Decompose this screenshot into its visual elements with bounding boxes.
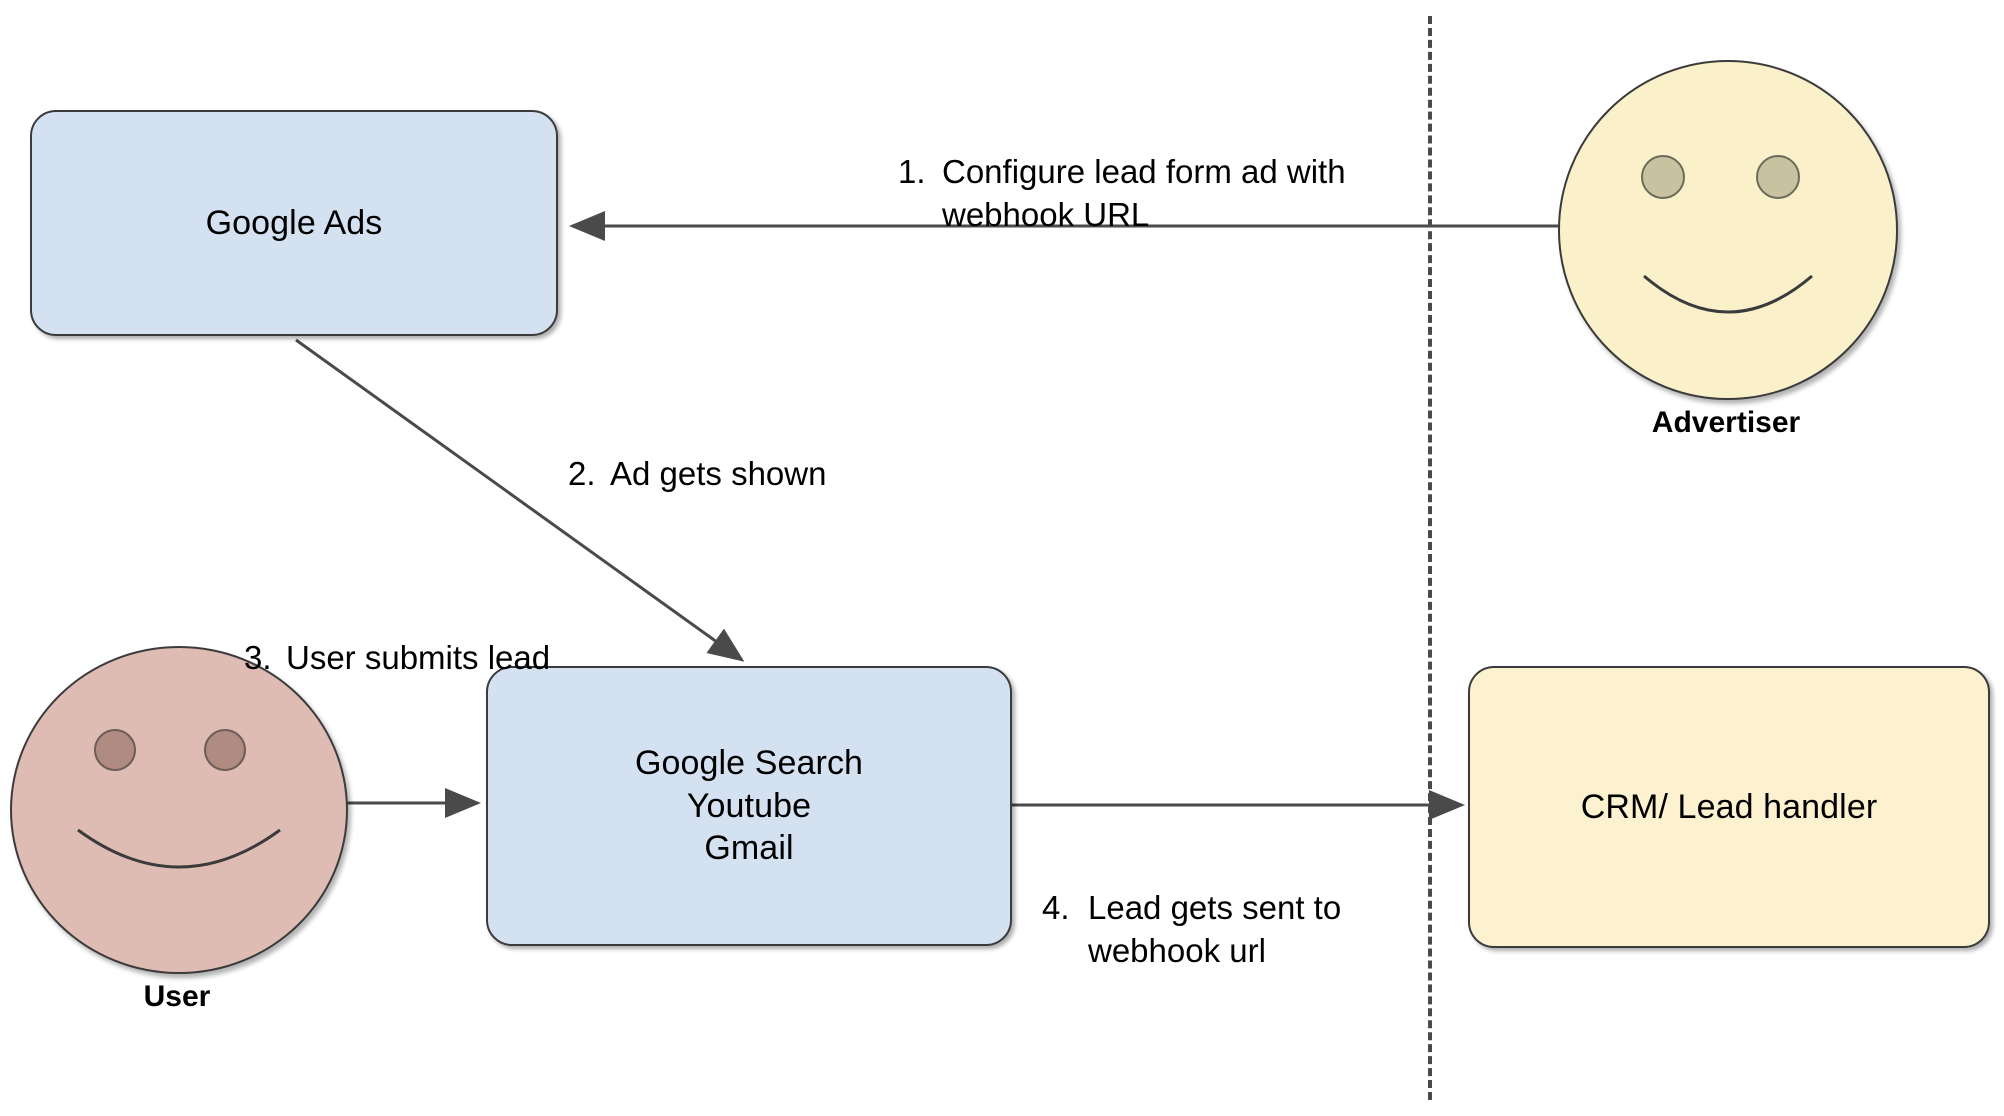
node-advertiser-face[interactable]: [1558, 60, 1898, 400]
edge-label-1-number: 1.: [898, 152, 926, 190]
edge-label-1: 1. Configure lead form ad with webhook UR…: [898, 108, 1418, 237]
advertiser-smile-icon: [1643, 274, 1813, 314]
node-google-ads[interactable]: Google Ads: [30, 110, 558, 336]
edge-label-3: 3. User submits lead: [244, 594, 664, 680]
edge-label-3-text: User submits lead: [286, 638, 551, 676]
edge-label-2-text: Ad gets shown: [610, 454, 827, 492]
edge-label-2: 2. Ad gets shown: [568, 410, 988, 496]
edge-label-2-number: 2.: [568, 454, 596, 492]
user-smile-icon: [77, 828, 281, 869]
advertiser-right-eye-icon: [1756, 155, 1800, 199]
edge-label-4-text: Lead gets sent to webhook url: [1088, 888, 1342, 969]
user-right-eye-icon: [204, 729, 246, 771]
node-user-face[interactable]: [10, 646, 348, 974]
node-google-surfaces-label: Google Search Youtube Gmail: [634, 743, 864, 868]
node-crm-lead-handler[interactable]: CRM/ Lead handler: [1468, 666, 1990, 948]
google-boundary-divider: [1428, 16, 1432, 1100]
node-google-ads-label: Google Ads: [205, 203, 383, 242]
edge-label-4-number: 4.: [1042, 888, 1070, 926]
node-advertiser-caption: Advertiser: [1651, 406, 1801, 439]
edge-label-4: 4. Lead gets sent to webhook url: [1042, 844, 1422, 973]
node-google-surfaces[interactable]: Google Search Youtube Gmail: [486, 666, 1012, 946]
advertiser-left-eye-icon: [1641, 155, 1685, 199]
edge-label-3-number: 3.: [244, 638, 272, 676]
node-crm-lead-handler-label: CRM/ Lead handler: [1580, 787, 1878, 826]
user-left-eye-icon: [94, 729, 136, 771]
edge-label-1-text: Configure lead form ad with webhook URL: [942, 152, 1346, 233]
node-user-caption: User: [143, 980, 211, 1013]
